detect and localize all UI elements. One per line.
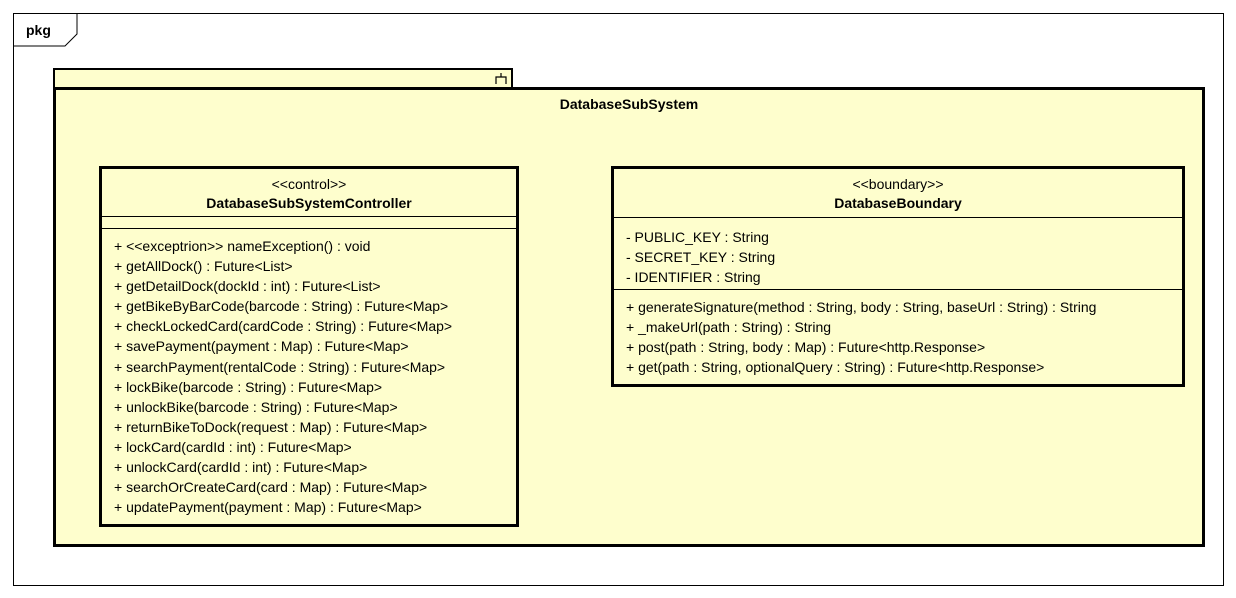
attribute-item: - PUBLIC_KEY : String [626, 229, 769, 245]
operation-item: + get(path : String, optionalQuery : Str… [626, 359, 1045, 376]
controller-stereotype: <<control>> [271, 176, 347, 192]
boundary-divider-1 [614, 217, 1182, 218]
operation-item: + unlockCard(cardId : int) : Future<Map> [114, 459, 368, 476]
attribute-item: - SECRET_KEY : String [626, 249, 776, 266]
boundary-stereotype: <<boundary>> [852, 176, 944, 192]
controller-divider-2 [102, 228, 516, 229]
operation-item: + unlockBike(barcode : String) : Future<… [114, 398, 398, 415]
operation-item: + getDetailDock(dockId : int) : Future<L… [114, 278, 381, 295]
operation-item: + savePayment(payment : Map) : Future<Ma… [114, 338, 409, 355]
pkg-label-tab [13, 13, 78, 47]
operation-item: + getAllDock() : Future<List> [114, 258, 293, 275]
boundary-name: DatabaseBoundary [834, 195, 962, 211]
operation-item: + checkLockedCard(cardCode : String) : F… [114, 318, 453, 335]
controller-class[interactable]: <<control>> DatabaseSubSystemController … [99, 166, 519, 527]
controller-name: DatabaseSubSystemController [206, 195, 412, 211]
operation-item: + lockBike(barcode : String) : Future<Ma… [114, 378, 383, 395]
operation-item: + post(path : String, body : Map) : Futu… [626, 339, 986, 356]
controller-divider-1 [102, 216, 516, 217]
controller-header: <<control>> DatabaseSubSystemController [102, 169, 516, 213]
boundary-divider-2 [614, 289, 1182, 290]
operation-item: + _makeUrl(path : String) : String [626, 319, 832, 336]
operation-item: + <<exceptrion>> nameException() : void [114, 238, 371, 254]
operation-item: + searchOrCreateCard(card : Map) : Futur… [114, 479, 428, 496]
pkg-label: pkg [26, 22, 51, 38]
package-name: DatabaseSubSystem [559, 96, 699, 112]
operation-item: + generateSignature(method : String, bod… [626, 299, 1097, 315]
package-tab [53, 68, 513, 88]
operation-item: + returnBikeToDock(request : Map) : Futu… [114, 418, 428, 435]
operation-item: + getBikeByBarCode(barcode : String) : F… [114, 298, 449, 315]
pkg-frame [13, 13, 1224, 586]
operation-item: + lockCard(cardId : int) : Future<Map> [114, 438, 352, 455]
boundary-operations: + generateSignature(method : String, bod… [626, 297, 1176, 377]
attribute-item: - IDENTIFIER : String [626, 269, 761, 286]
operation-item: + updatePayment(payment : Map) : Future<… [114, 499, 422, 516]
boundary-class[interactable]: <<boundary>> DatabaseBoundary - PUBLIC_K… [611, 166, 1185, 387]
boundary-header: <<boundary>> DatabaseBoundary [614, 169, 1182, 213]
subsystem-icon [495, 73, 507, 84]
operation-item: + searchPayment(rentalCode : String) : F… [114, 358, 446, 375]
controller-operations: + <<exceptrion>> nameException() : void +… [114, 236, 510, 517]
boundary-attributes: - PUBLIC_KEY : String - SECRET_KEY : Stri… [626, 227, 1176, 287]
